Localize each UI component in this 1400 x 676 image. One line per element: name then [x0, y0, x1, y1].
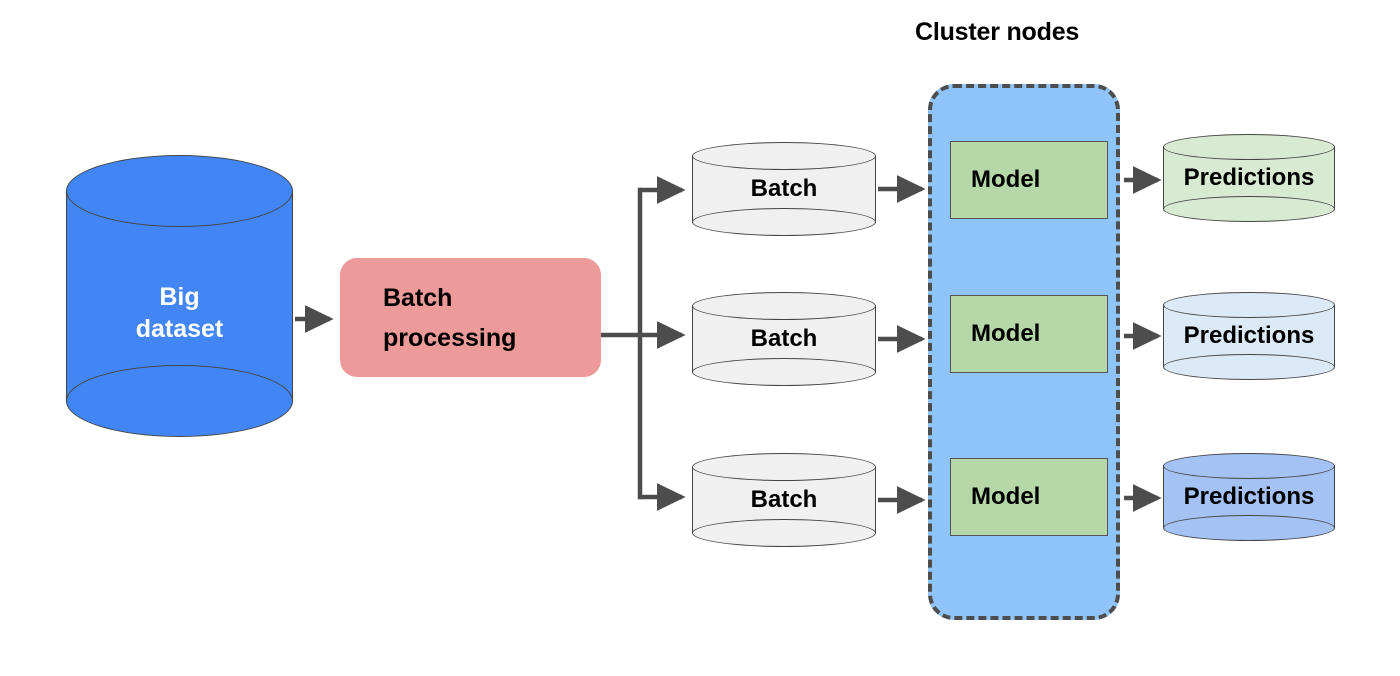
cylinder-top — [1163, 453, 1335, 479]
cylinder-top — [1163, 134, 1335, 160]
batch-label: Batch — [750, 486, 818, 513]
predictions-cylinder-3[interactable]: Predictions — [1163, 453, 1335, 541]
model-box-1[interactable]: Model — [950, 141, 1108, 219]
predictions-cylinder-1[interactable]: Predictions — [1163, 134, 1335, 222]
cylinder-top — [692, 292, 876, 320]
batch-cylinder-3[interactable]: Batch — [692, 453, 876, 547]
cylinder-bottom — [1163, 196, 1335, 222]
batch-processing-box[interactable]: Batch processing — [340, 258, 601, 377]
batch-label: Batch — [750, 325, 818, 352]
model-box-3[interactable]: Model — [950, 458, 1108, 536]
predictions-cylinder-2[interactable]: Predictions — [1163, 292, 1335, 380]
predictions-label: Predictions — [1183, 164, 1315, 191]
cylinder-top — [692, 142, 876, 170]
cylinder-top — [1163, 292, 1335, 318]
big-dataset-cylinder[interactable]: Big dataset — [66, 155, 293, 437]
cylinder-bottom — [1163, 354, 1335, 380]
batch-cylinder-1[interactable]: Batch — [692, 142, 876, 236]
predictions-label: Predictions — [1183, 483, 1315, 510]
arrow-processing-branch — [601, 176, 686, 511]
cylinder-bottom — [66, 365, 293, 437]
model-label: Model — [971, 166, 1041, 193]
cylinder-bottom — [692, 519, 876, 547]
cylinder-top — [66, 155, 293, 227]
big-dataset-label: Big dataset — [135, 283, 224, 343]
model-label: Model — [971, 483, 1041, 510]
batch-processing-label: Batch processing — [383, 283, 517, 352]
cylinder-top — [692, 453, 876, 481]
predictions-label: Predictions — [1183, 322, 1315, 349]
cluster-nodes-title: Cluster nodes — [915, 18, 1080, 46]
cylinder-bottom — [1163, 515, 1335, 541]
model-label: Model — [971, 320, 1041, 347]
cylinder-bottom — [692, 358, 876, 386]
batch-label: Batch — [750, 175, 818, 202]
cylinder-bottom — [692, 208, 876, 236]
batch-cylinder-2[interactable]: Batch — [692, 292, 876, 386]
model-box-2[interactable]: Model — [950, 295, 1108, 373]
